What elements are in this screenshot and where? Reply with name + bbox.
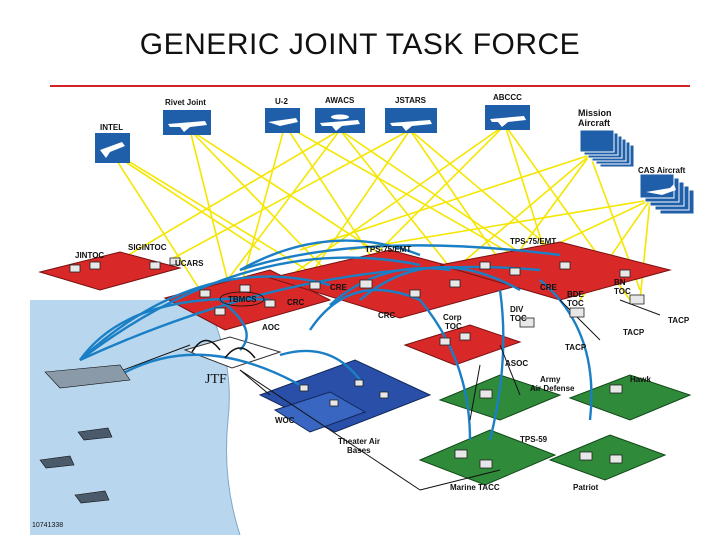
asoc-platform (403, 324, 522, 366)
coastline (204, 299, 241, 536)
intel-label: INTEL (100, 123, 123, 132)
hawk-platform (568, 374, 692, 421)
carrier-ship-icon (44, 364, 131, 389)
abccc-aircraft-icon (490, 116, 526, 127)
cas-aircraft-label: CAS Aircraft (638, 166, 686, 175)
patriot-label: Patriot (573, 483, 599, 492)
crc-small-label: CRC (287, 298, 305, 307)
abccc-label: ABCCC (493, 93, 522, 102)
awacs-aircraft-icon (320, 120, 360, 131)
rivet-joint-aircraft-icon (168, 121, 207, 132)
ship-icon (74, 490, 110, 504)
div-toc-label-2: TOC (510, 314, 527, 323)
bde-toc-label-2: TOC (567, 299, 584, 308)
intel-aircraft-icon (100, 142, 125, 158)
tps75-left-label: TPS-75/EMT (365, 245, 411, 254)
mission-aircraft-label-2: Aircraft (578, 118, 610, 128)
tbmcs-label: TBMCS (228, 295, 257, 304)
tacp-label-2: TACP (623, 328, 645, 337)
title-underline (50, 85, 690, 87)
bde-toc-label-1: BDE (567, 290, 585, 299)
ships (39, 364, 131, 504)
sigintoc-label: SIGINTOC (128, 243, 167, 252)
div-toc-label-1: DIV (510, 305, 524, 314)
jstars-label: JSTARS (395, 96, 427, 105)
hawk-label: Hawk (630, 375, 651, 384)
corp-toc-label-2: TOC (445, 322, 462, 331)
ground-equipment (69, 257, 645, 469)
marine-tacc-label: Marine TACC (450, 483, 500, 492)
woc-platform (273, 391, 367, 433)
cas-aircraft-icon (646, 184, 676, 195)
patriot-platform (548, 434, 667, 481)
mission-aircraft-stack (579, 129, 635, 168)
marine-tacc-platform (418, 429, 557, 486)
cre-left-label: CRE (330, 283, 348, 292)
jstars-aircraft-icon (390, 120, 432, 131)
tacp-label-3: TACP (565, 343, 587, 352)
page-title: GENERIC JOINT TASK FORCE (139, 28, 581, 61)
ship-icon (39, 455, 75, 469)
aoc-label: AOC (262, 323, 280, 332)
army-air-defense-label-1: Army (540, 375, 561, 384)
jtf-label: JTF (205, 372, 227, 387)
jtf-platform (183, 336, 282, 369)
rivet-joint-label: Rivet Joint (165, 98, 206, 107)
bn-toc-label-2: TOC (614, 287, 631, 296)
diagram-labels: INTEL Rivet Joint U-2 AWACS JSTARS ABCCC… (32, 93, 690, 529)
cas-aircraft-stack (639, 173, 695, 215)
jintoc-label: JINTOC (75, 251, 104, 260)
aircraft-boxes (95, 105, 530, 163)
army-air-defense-platform (438, 374, 562, 421)
awacs-label: AWACS (325, 96, 355, 105)
corp-toc-label-1: Corp (443, 313, 462, 322)
woc-label: WOC (275, 416, 295, 425)
tps75-right-label: TPS-75/EMT (510, 237, 556, 246)
ship-icon (77, 427, 113, 441)
tps59-label: TPS-59 (520, 435, 548, 444)
cre-right-label: CRE (540, 283, 558, 292)
tacp-label-1: TACP (668, 316, 690, 325)
reference-number: 10741338 (32, 522, 63, 529)
jtf-hangar-icon (191, 339, 256, 359)
theater-air-bases-label-1: Theater Air (338, 437, 380, 446)
u2-label: U-2 (275, 97, 288, 106)
crc-label: CRC (378, 311, 396, 320)
mission-aircraft-label-1: Mission (578, 108, 612, 118)
asoc-label: ASOC (505, 359, 528, 368)
tbmcs-marker (219, 291, 265, 307)
army-air-defense-label-2: Air Defense (530, 384, 575, 393)
theater-air-bases-label-2: Bases (347, 446, 371, 455)
u2-aircraft-icon (268, 118, 298, 126)
green-platforms (418, 374, 692, 486)
ucars-label: UCARS (175, 259, 204, 268)
jintoc-platform (38, 251, 182, 291)
bn-toc-label-1: BN (614, 278, 626, 287)
awacs-radome-icon (331, 114, 349, 120)
